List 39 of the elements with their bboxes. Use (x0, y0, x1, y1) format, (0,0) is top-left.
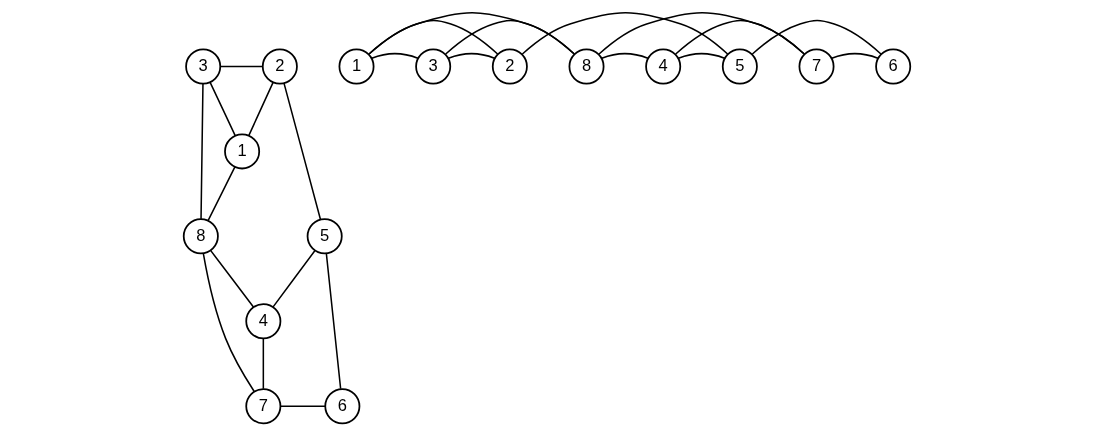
node-circle: 1 (224, 133, 261, 170)
node-circle: 7 (245, 388, 282, 425)
connector (368, 12, 576, 55)
connector (831, 52, 879, 60)
connector (202, 252, 255, 392)
connector (272, 250, 316, 308)
node-circle: 6 (324, 388, 361, 425)
connector (447, 52, 496, 60)
connector (209, 249, 255, 308)
connector (521, 12, 729, 55)
connector (248, 81, 274, 137)
connector (601, 52, 649, 60)
connector (444, 19, 576, 55)
connector (209, 81, 236, 137)
node-circle: 4 (645, 48, 682, 85)
node-circle: 7 (798, 48, 835, 85)
node-circle: 6 (875, 48, 912, 85)
connector (674, 19, 806, 55)
connector (279, 405, 326, 407)
connector (207, 166, 236, 222)
connector (598, 12, 806, 55)
node-circle: 2 (261, 48, 298, 85)
node-circle: 3 (185, 48, 222, 85)
connector (262, 337, 265, 390)
node-circle: 8 (182, 218, 219, 255)
connector (219, 65, 264, 68)
connector (283, 82, 322, 221)
connector (325, 252, 342, 390)
connector (371, 52, 419, 60)
node-circle: 1 (338, 48, 375, 85)
connector (200, 82, 204, 220)
connector (677, 52, 726, 60)
node-circle: 5 (721, 48, 758, 85)
node-circle: 8 (568, 48, 605, 85)
node-circle: 2 (491, 48, 528, 85)
node-circle: 3 (415, 48, 452, 85)
node-circle: 5 (306, 218, 343, 255)
node-circle: 4 (245, 303, 282, 340)
connector (751, 19, 882, 55)
